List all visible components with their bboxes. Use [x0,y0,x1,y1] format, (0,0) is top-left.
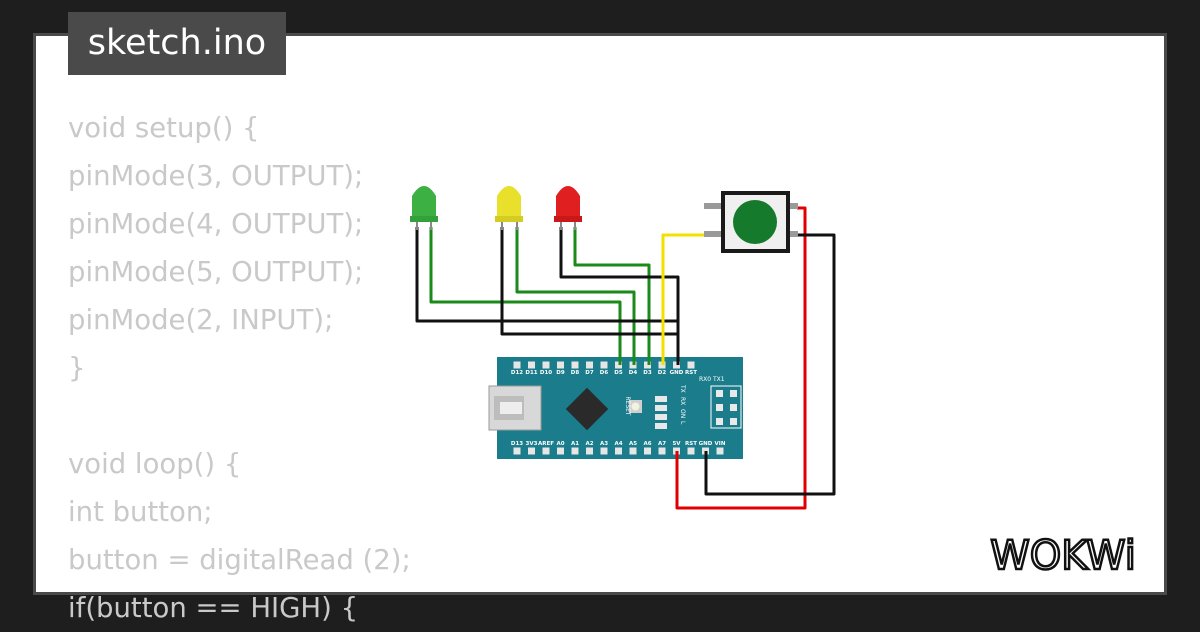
code-line: pinMode(4, OUTPUT); [68,208,364,240]
file-tab[interactable]: sketch.ino [68,12,286,75]
code-line: void loop() { [68,448,242,480]
pin-label: D3 [643,370,652,376]
pin-label: D13 [511,441,523,447]
pin-d10[interactable] [542,361,550,369]
board-led-label: RX [679,397,686,405]
pin-label: A7 [658,441,666,447]
pin-label: A4 [614,441,622,447]
code-line: if(button == HIGH) { [68,592,359,624]
pin-a3[interactable] [600,447,608,455]
pin-label: A2 [585,441,593,447]
pin-label: GND [699,441,713,447]
pin-d12[interactable] [513,361,521,369]
wokwi-logo: WOKWi [989,532,1137,581]
board-led-icon [655,405,667,411]
pin-label: AREF [538,441,554,447]
pin-a2[interactable] [586,447,593,455]
board-led-label: ON [679,409,686,418]
led-icon [412,186,436,220]
pin-label: 3V3 [526,441,538,447]
icsp-header [710,385,742,429]
code-line: } [68,352,86,384]
board-led-icon [655,396,667,402]
pin-a0[interactable] [557,447,564,455]
board-led-label: L [679,421,686,425]
pin-label: VIN [715,441,726,447]
code-line: pinMode(2, INPUT); [68,304,334,336]
pin-label: D7 [585,370,594,376]
pin-label: RST [685,370,697,376]
pin-aref[interactable] [542,447,550,455]
pin-rst[interactable] [687,361,695,369]
led-icon [497,186,521,220]
led-green[interactable] [410,186,438,230]
pin-a6[interactable] [644,447,651,455]
pin-label: A1 [571,441,579,447]
pin-label: D4 [629,370,638,376]
board-led-label: TX [679,384,686,393]
green-wire[interactable] [515,227,636,365]
black-wire[interactable] [704,233,836,496]
pin-label: D11 [525,370,537,376]
push-button[interactable] [704,191,798,253]
code-line: void setup() { [68,112,260,144]
pin-3v3[interactable] [528,447,535,455]
yellow-wire[interactable] [661,233,721,365]
bottom-pin-holes [513,447,724,455]
pin-d8[interactable] [571,361,579,369]
led-red[interactable] [554,186,582,230]
pin-label: A6 [643,441,651,447]
wires [415,206,836,510]
pin-label: A3 [600,441,608,447]
button-cap-icon [733,200,777,244]
pin-label: A0 [556,441,564,447]
green-wire[interactable] [573,227,651,365]
code-preview: void setup() { pinMode(3, OUTPUT); pinMo… [68,104,411,632]
pin-a5[interactable] [629,447,637,455]
red-wire[interactable] [675,206,807,510]
pin-label: D6 [600,370,609,376]
led-icon [556,186,580,220]
pin-d6[interactable] [600,361,608,369]
diagram-card [33,33,1167,595]
code-line: pinMode(3, OUTPUT); [68,160,364,192]
svg-text:WOKWi: WOKWi [990,533,1136,579]
green-wire[interactable] [429,227,622,365]
pin-label: D12 [511,370,523,376]
pin-vin[interactable] [716,447,724,455]
pin-d9[interactable] [557,361,564,369]
pin-label: A5 [629,441,637,447]
pin-rst[interactable] [687,447,695,455]
code-line: int button; [68,496,213,528]
pin-a1[interactable] [571,447,579,455]
pin-label: D10 [540,370,552,376]
black-wire[interactable] [500,227,678,336]
pin-d13[interactable] [513,447,521,455]
pin-label: D9 [556,370,565,376]
pin-label: D2 [658,370,667,376]
pin-a7[interactable] [658,447,666,455]
reset-label: RESET [624,396,631,416]
pin-a4[interactable] [615,447,622,455]
pin-label: 5V [672,441,681,447]
board-led-icon [655,423,667,429]
code-line: button = digitalRead (2); [68,544,411,576]
pin-d11[interactable] [528,361,535,369]
code-line: pinMode(5, OUTPUT); [68,256,364,288]
pin-label: RST [685,441,697,447]
serial-label: RX0 TX1 [699,376,725,383]
pin-label: GND [670,370,684,376]
pin-label: D8 [571,370,580,376]
board-led-icon [655,414,667,420]
led-yellow[interactable] [495,186,523,230]
pin-d7[interactable] [586,361,593,369]
pin-label: D5 [614,370,623,376]
black-wire[interactable] [559,227,680,321]
black-wire[interactable] [415,227,680,365]
